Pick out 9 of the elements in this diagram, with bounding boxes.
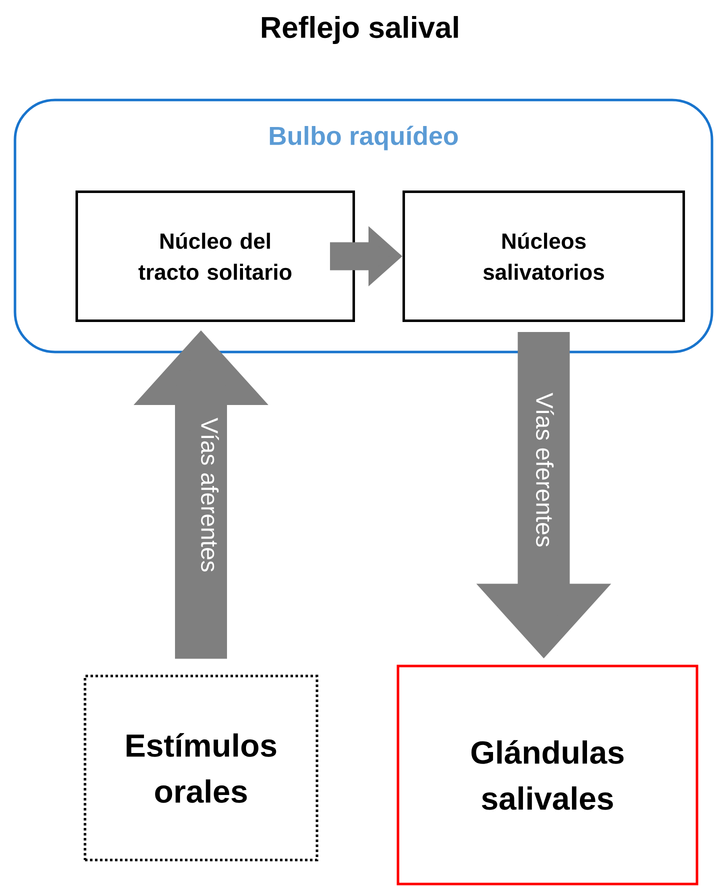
input-box: Estímulos orales: [84, 674, 318, 862]
title: Reflejo salival: [262, 16, 458, 44]
edge-label: Vías aferentes: [201, 418, 219, 572]
process-box: Núcleos salivatorios: [402, 190, 685, 322]
edge-label: Vías eferentes: [536, 392, 554, 546]
process-box: Núcleo del tracto solitario: [76, 190, 355, 322]
region-box: [14, 98, 714, 354]
output-box: Glándulas salivales: [396, 664, 698, 886]
heading: Bulbo raquídeo: [270, 126, 458, 150]
